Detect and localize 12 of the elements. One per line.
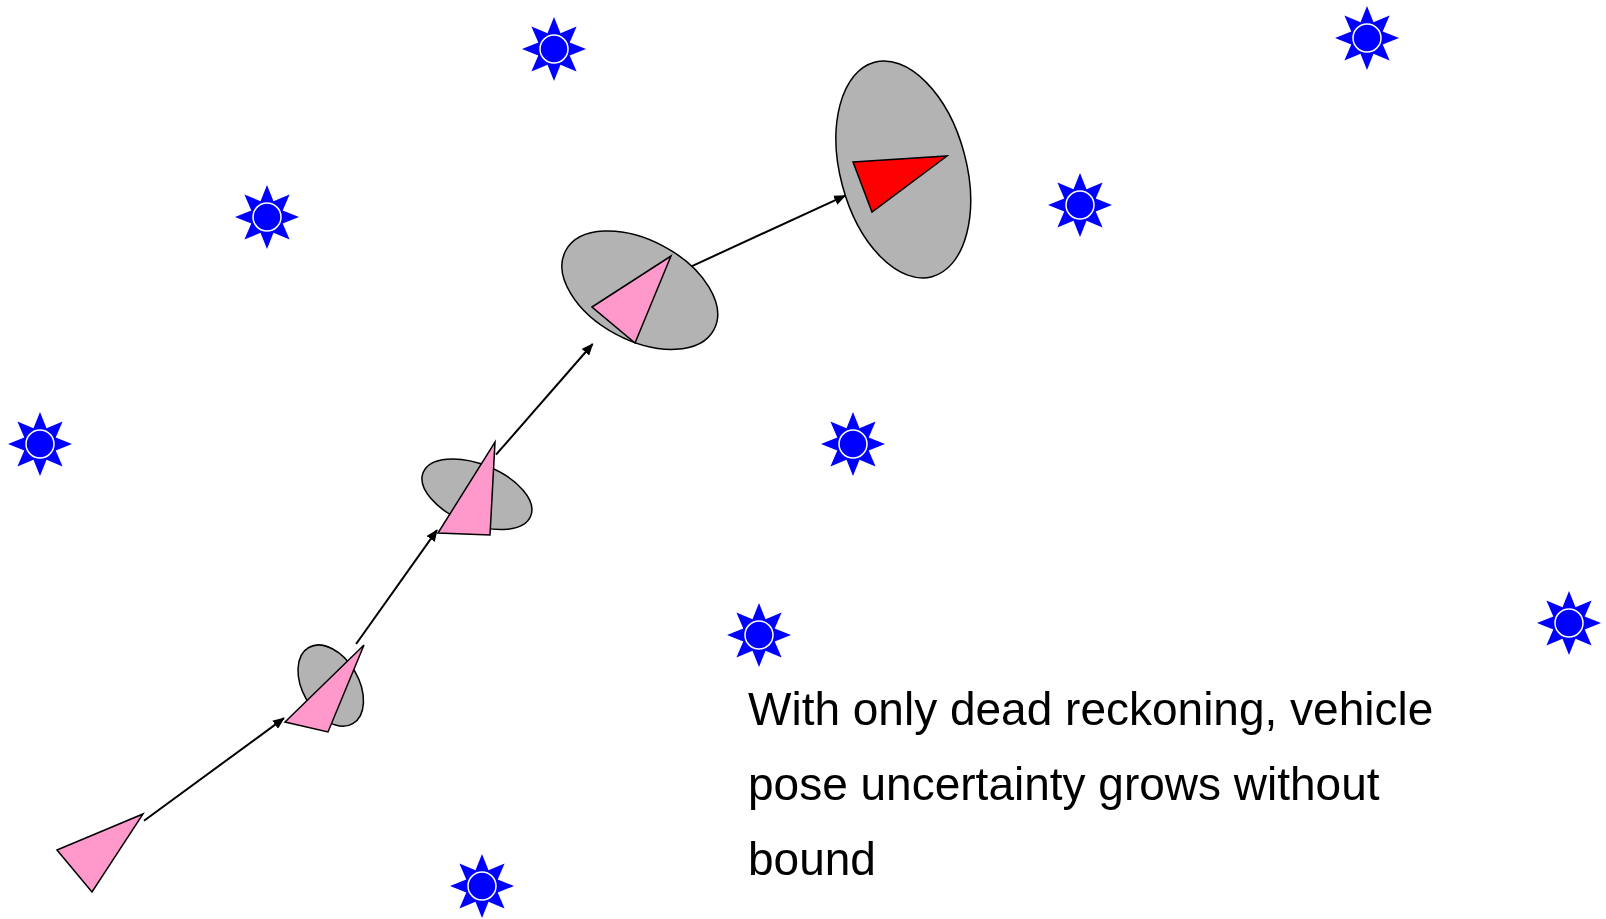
vehicle-pose-marker: [437, 441, 496, 536]
vehicle-pose-marker: [591, 255, 672, 344]
uncertainty-ellipse: [561, 229, 719, 351]
arrow: [355, 529, 438, 645]
arrow: [495, 343, 594, 456]
arrow: [691, 194, 847, 268]
note-text: With only dead reckoning, vehicle pose uncertainty grows without bound: [748, 682, 1435, 887]
vehicle-pose-marker: [56, 813, 144, 893]
uncertainty-ellipse: [834, 59, 972, 279]
vehicle-pose-marker: [852, 155, 948, 213]
vehicle-pose-marker: [284, 644, 365, 733]
arrow: [143, 717, 285, 822]
